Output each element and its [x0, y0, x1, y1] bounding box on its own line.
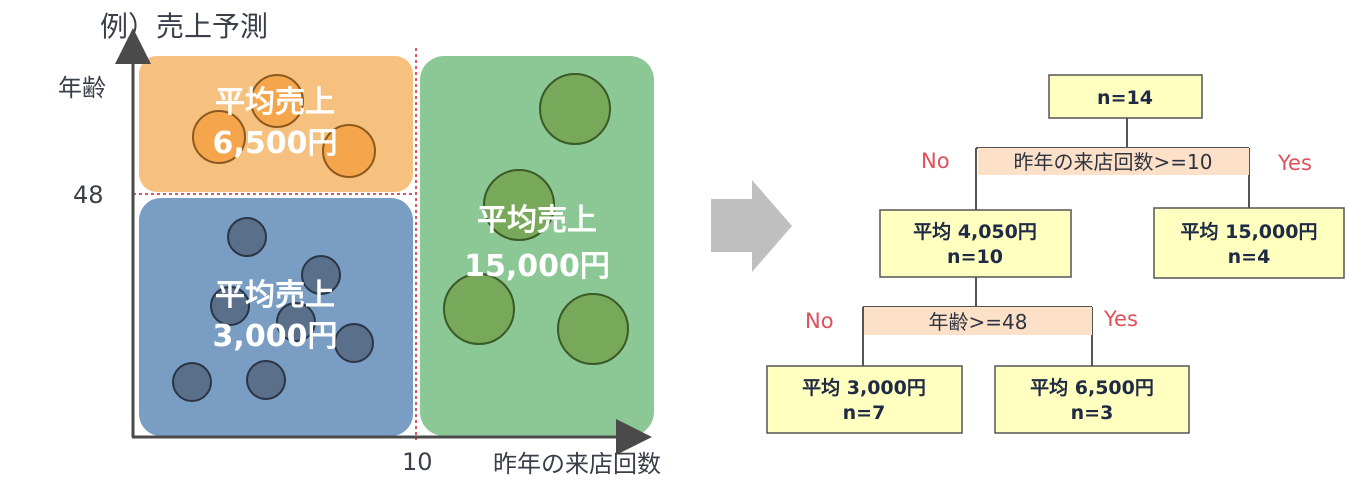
transition-arrow	[711, 180, 792, 272]
condition-1-label: 昨年の来店回数>=10	[1014, 150, 1213, 174]
region-blue-label-2: 3,000円	[213, 319, 338, 354]
leaf-left-label-2: n=7	[843, 402, 886, 424]
data-point-green	[539, 73, 611, 145]
split1-no-label: No	[921, 149, 950, 173]
data-point-orange	[192, 110, 246, 164]
region-blue	[139, 198, 413, 436]
region-green-label-1: 平均売上	[477, 203, 597, 238]
root-node-label: n=14	[1097, 87, 1153, 109]
left-node-label-2: n=10	[947, 246, 1003, 268]
right-node-label-2: n=4	[1228, 246, 1271, 268]
tree-node-right	[1153, 207, 1345, 279]
split2-no-label: No	[805, 309, 834, 333]
tree-leaf-left	[766, 365, 963, 434]
region-green-label-2: 15,000円	[464, 249, 610, 284]
region-green	[420, 56, 654, 436]
x-tick-label: 10	[402, 448, 433, 476]
data-point-orange	[322, 124, 376, 178]
tree-node-root	[1048, 74, 1203, 119]
y-tick-label: 48	[73, 181, 104, 209]
data-point-blue	[227, 217, 267, 257]
data-point-green	[483, 169, 555, 241]
split2-yes-label: Yes	[1103, 307, 1138, 331]
data-point-green	[557, 293, 629, 365]
y-axis-label: 年齢	[58, 74, 106, 102]
split1-yes-label: Yes	[1277, 151, 1312, 175]
tree-leaf-right	[994, 365, 1190, 434]
data-point-blue	[276, 302, 316, 342]
condition-band-2	[864, 307, 1092, 335]
condition-band-1	[978, 148, 1249, 175]
left-node-label-1: 平均 4,050円	[913, 220, 1037, 243]
leaf-right-label-2: n=3	[1071, 402, 1114, 424]
data-point-orange	[250, 74, 304, 128]
data-point-blue	[246, 360, 286, 400]
condition-2-label: 年齢>=48	[929, 310, 1028, 334]
tree-node-left	[879, 209, 1072, 278]
data-point-green	[443, 273, 515, 345]
right-node-label-1: 平均 15,000円	[1181, 220, 1318, 243]
region-orange-label-1: 平均売上	[215, 85, 335, 120]
data-point-blue	[301, 255, 341, 295]
region-orange-label-2: 6,500円	[213, 126, 338, 161]
data-point-blue	[172, 362, 212, 402]
leaf-left-label-1: 平均 3,000円	[802, 376, 926, 399]
page-title: 例）売上予測	[100, 10, 268, 43]
data-point-blue	[210, 286, 250, 326]
data-point-blue	[334, 323, 374, 363]
region-blue-label-1: 平均売上	[215, 278, 335, 313]
leaf-right-label-1: 平均 6,500円	[1030, 376, 1154, 399]
x-axis-label: 昨年の来店回数	[493, 450, 661, 478]
